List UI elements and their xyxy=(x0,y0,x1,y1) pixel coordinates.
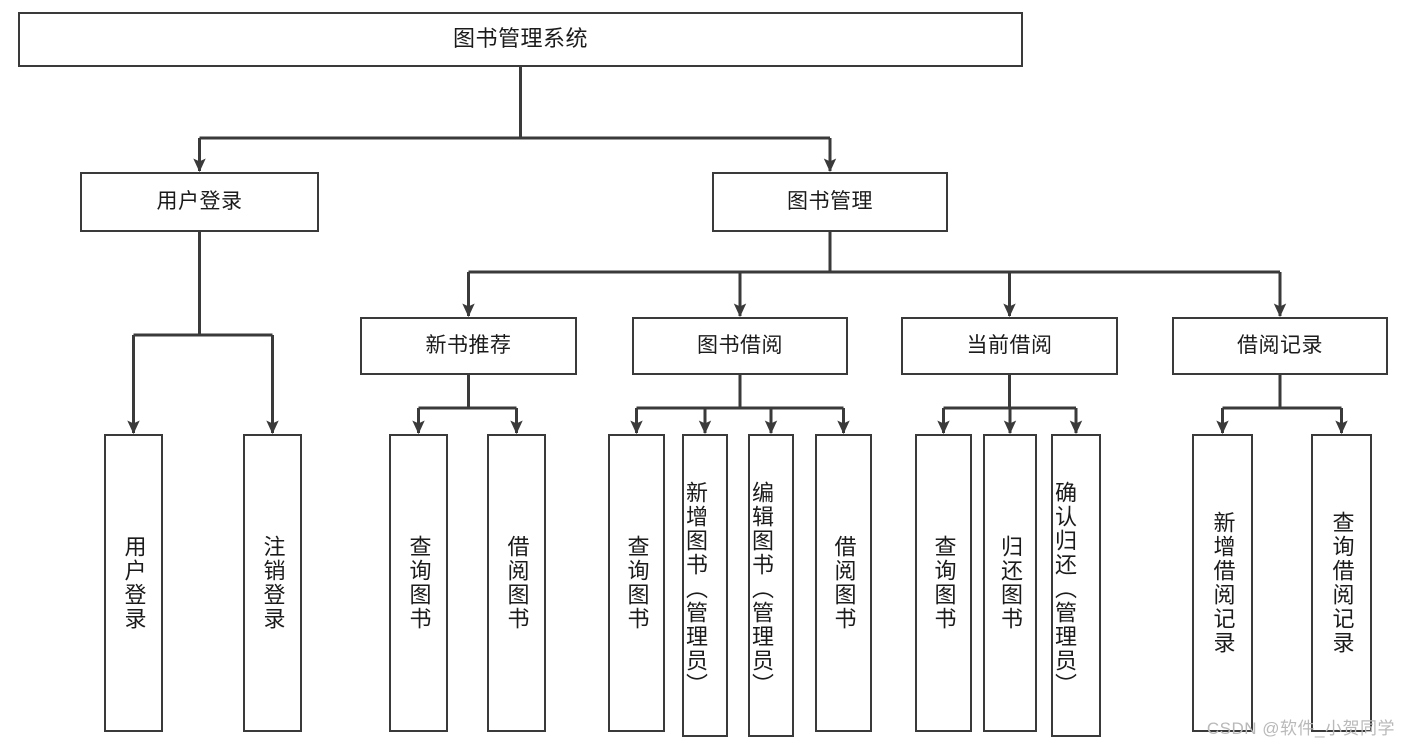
node-leaf-query-rec[interactable]: 查询借阅记录 xyxy=(1311,434,1372,732)
node-label: 新增图书（管理员） xyxy=(683,480,708,697)
node-user-login[interactable]: 用户登录 xyxy=(80,172,319,232)
node-label: 查询借阅记录 xyxy=(1329,511,1355,655)
node-label: 图书管理系统 xyxy=(452,26,588,52)
node-label: 借阅图书 xyxy=(504,535,530,631)
node-leaf-borrow-1[interactable]: 借阅图书 xyxy=(487,434,546,732)
node-label: 查询图书 xyxy=(406,535,432,631)
node-label: 确认归还（管理员） xyxy=(1052,480,1077,697)
node-leaf-logout[interactable]: 注销登录 xyxy=(243,434,302,732)
node-label: 编辑图书（管理员） xyxy=(749,480,774,697)
node-leaf-add-rec[interactable]: 新增借阅记录 xyxy=(1192,434,1253,732)
node-label: 用户登录 xyxy=(156,190,243,214)
node-book-manage[interactable]: 图书管理 xyxy=(712,172,948,232)
node-label: 注销登录 xyxy=(260,535,286,631)
node-current-borrow[interactable]: 当前借阅 xyxy=(901,317,1118,375)
node-label: 归还图书 xyxy=(998,535,1023,631)
node-leaf-borrow-2[interactable]: 借阅图书 xyxy=(815,434,872,732)
node-leaf-user-login[interactable]: 用户登录 xyxy=(104,434,163,732)
node-leaf-edit-book[interactable]: 编辑图书（管理员） xyxy=(748,434,794,737)
node-leaf-confirm[interactable]: 确认归还（管理员） xyxy=(1051,434,1101,737)
node-label: 当前借阅 xyxy=(966,334,1053,358)
node-label: 新增借阅记录 xyxy=(1210,511,1236,655)
node-leaf-query-1[interactable]: 查询图书 xyxy=(389,434,448,732)
node-label: 借阅记录 xyxy=(1237,334,1323,358)
node-leaf-query-2[interactable]: 查询图书 xyxy=(608,434,665,732)
node-root[interactable]: 图书管理系统 xyxy=(18,12,1023,67)
node-label: 图书借阅 xyxy=(697,334,783,358)
node-leaf-add-book[interactable]: 新增图书（管理员） xyxy=(682,434,728,737)
node-label: 用户登录 xyxy=(121,535,147,631)
node-leaf-query-3[interactable]: 查询图书 xyxy=(915,434,972,732)
node-label: 借阅图书 xyxy=(831,535,857,631)
node-book-borrow[interactable]: 图书借阅 xyxy=(632,317,848,375)
node-label: 查询图书 xyxy=(624,535,650,631)
watermark: CSDN @软件_小贺同学 xyxy=(1206,719,1395,738)
node-label: 查询图书 xyxy=(931,535,957,631)
node-borrow-record[interactable]: 借阅记录 xyxy=(1172,317,1388,375)
node-leaf-return[interactable]: 归还图书 xyxy=(983,434,1037,732)
node-new-book-rec[interactable]: 新书推荐 xyxy=(360,317,577,375)
node-label: 新书推荐 xyxy=(425,334,512,358)
node-label: 图书管理 xyxy=(787,190,873,214)
